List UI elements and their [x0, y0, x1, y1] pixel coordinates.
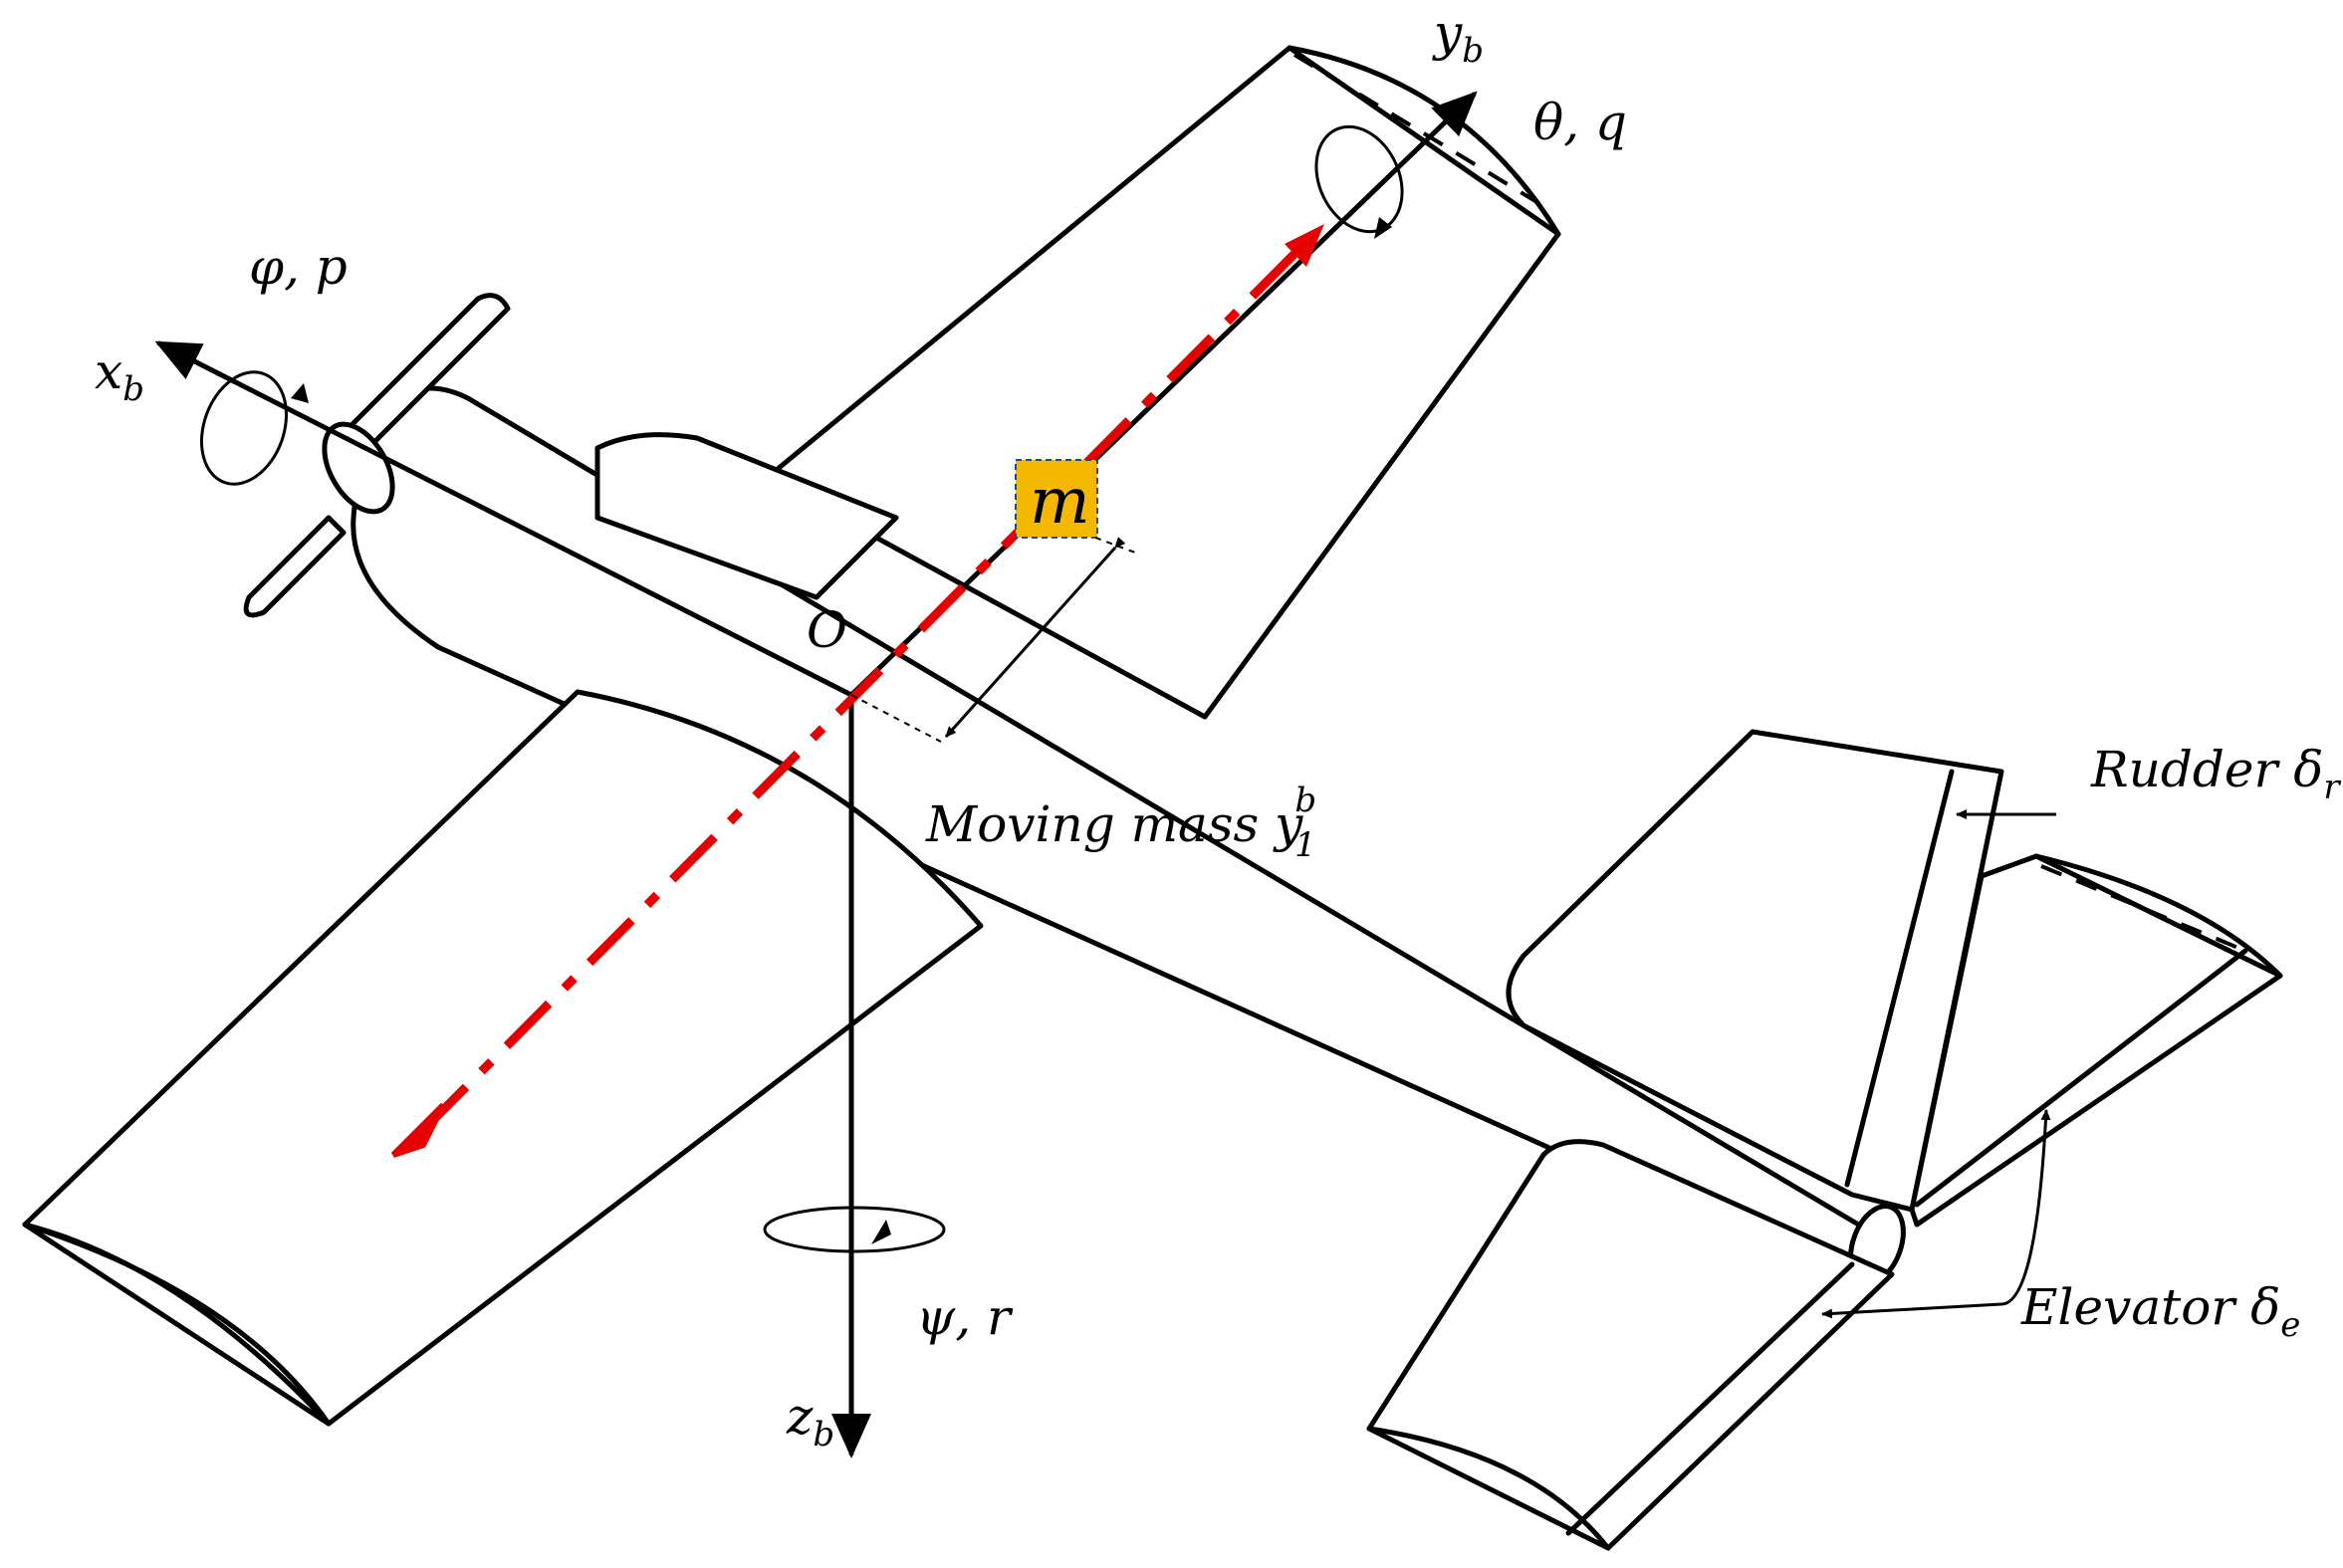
moving-mass-block: m [1015, 459, 1098, 539]
zb-label: zb [786, 1388, 834, 1455]
right-stabilizer [1909, 853, 2283, 1228]
left-stabilizer [1366, 1139, 1895, 1551]
pitch-label: θ, q [1533, 94, 1627, 151]
vertical-tail [1506, 729, 2004, 1213]
yaw-label: ψ, r [916, 1288, 1014, 1346]
yaw-rotation-icon [763, 1206, 946, 1253]
xb-axis [154, 340, 854, 698]
roll-label: φ, p [249, 238, 348, 296]
pitch-rotation-icon [1314, 124, 1404, 239]
roll-rotation-icon [199, 370, 309, 486]
left-wing [22, 689, 984, 1427]
elevator-label: Elevator δe [2020, 1278, 2300, 1345]
origin-label: O [807, 601, 847, 659]
yb-label: yb [1432, 4, 1484, 71]
mass-dimension [850, 537, 1136, 743]
elevator-pointer-lower [1821, 1302, 2002, 1319]
mass-direction-arrow [390, 224, 1324, 1158]
rudder-label: Rudder δr [2090, 741, 2341, 807]
right-wing [764, 45, 1561, 720]
elevator-pointer-upper [2000, 1109, 2051, 1306]
xb-label: xb [95, 342, 144, 409]
mass-label: m [1030, 465, 1090, 539]
propeller [243, 293, 511, 618]
